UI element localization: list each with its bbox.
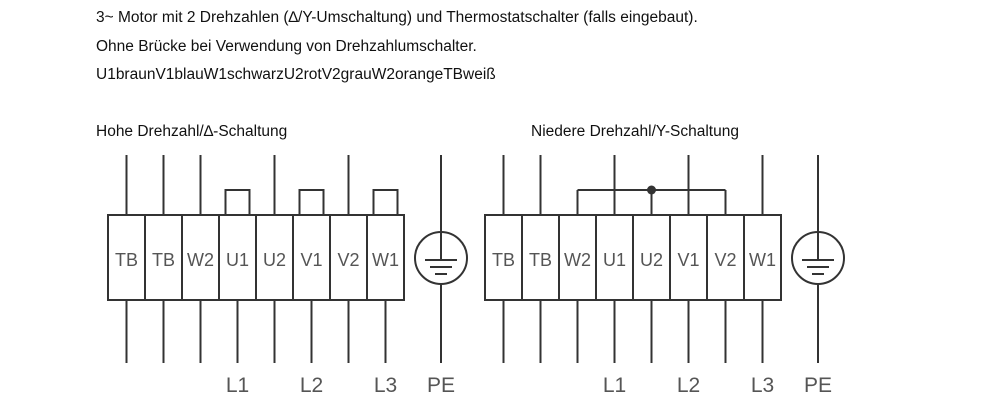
d1-terminal-label-u2-4: U2 bbox=[640, 250, 663, 270]
d0-delta-bridge-3 bbox=[372, 189, 399, 215]
d0-terminal-label-tb-1: TB bbox=[152, 250, 175, 270]
d0-terminal-label-w2-2: W2 bbox=[187, 250, 214, 270]
d0-terminal-label-tb-0: TB bbox=[115, 250, 138, 270]
d0-phase-label-l3: L3 bbox=[374, 374, 397, 397]
d0-terminal-label-v1-5: V1 bbox=[300, 250, 322, 270]
d1-phase-label-l3: L3 bbox=[751, 374, 774, 397]
d1-terminal-label-tb-1: TB bbox=[529, 250, 552, 270]
d0-terminal-label-w1-7: W1 bbox=[372, 250, 399, 270]
d1-phase-label-l2: L2 bbox=[677, 374, 700, 397]
diagram-title-star: Niedere Drehzahl/Y-Schaltung bbox=[531, 123, 739, 140]
d0-phase-label-l1: L1 bbox=[226, 374, 249, 397]
d0-terminal-label-u2-4: U2 bbox=[263, 250, 286, 270]
header-line-3: U1braunV1blauW1schwarzU2rotV2grauW2orang… bbox=[96, 66, 496, 83]
d1-pe-label: PE bbox=[804, 374, 832, 397]
d1-phase-label-l1: L1 bbox=[603, 374, 626, 397]
header-line-1: 3~ Motor mit 2 Drehzahlen (∆/Y-Umschaltu… bbox=[96, 9, 698, 26]
header-line-2: Ohne Brücke bei Verwendung von Drehzahlu… bbox=[96, 38, 477, 55]
d0-phase-label-l2: L2 bbox=[300, 374, 323, 397]
d0-delta-bridge-1 bbox=[224, 189, 251, 215]
d0-terminal-label-v2-6: V2 bbox=[337, 250, 359, 270]
d1-terminal-label-v1-5: V1 bbox=[677, 250, 699, 270]
d1-terminal-label-w2-2: W2 bbox=[564, 250, 591, 270]
d1-star-bridge-node bbox=[647, 185, 656, 195]
d0-pe-label: PE bbox=[427, 374, 455, 397]
d1-terminal-label-u1-3: U1 bbox=[603, 250, 626, 270]
d0-terminal-label-u1-3: U1 bbox=[226, 250, 249, 270]
d1-terminal-label-v2-6: V2 bbox=[714, 250, 736, 270]
diagram-title-delta: Hohe Drehzahl/∆-Schaltung bbox=[96, 123, 288, 140]
d1-terminal-label-w1-7: W1 bbox=[749, 250, 776, 270]
d0-delta-bridge-2 bbox=[298, 189, 325, 215]
d1-terminal-label-tb-0: TB bbox=[492, 250, 515, 270]
